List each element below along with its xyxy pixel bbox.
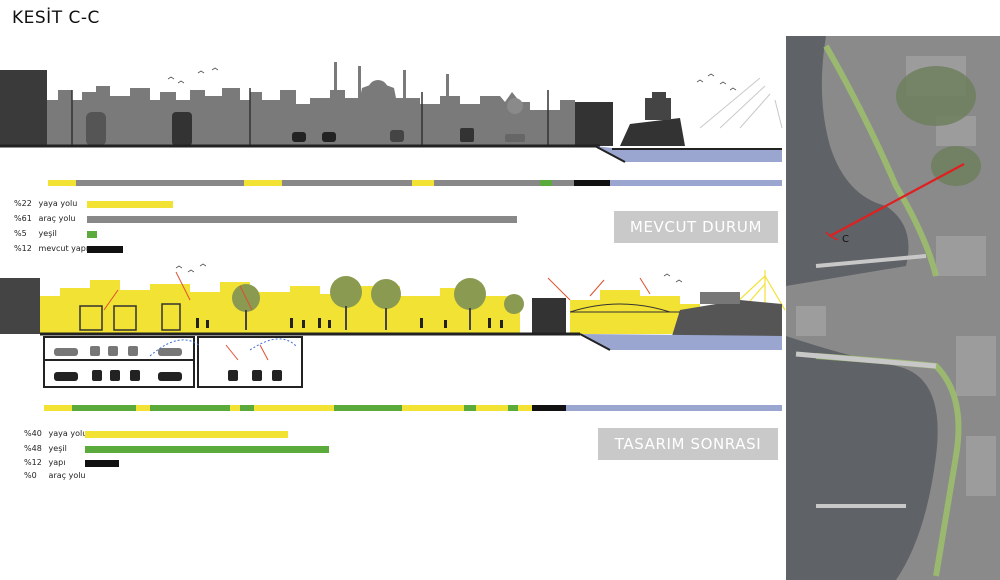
existing-bar-green <box>87 231 97 238</box>
legend-percent: %22 <box>14 199 32 208</box>
legend-label: yapı <box>48 458 66 467</box>
legend-percent: %12 <box>24 458 42 467</box>
existing-section <box>0 62 783 163</box>
proposed-distribution-strip <box>44 405 782 411</box>
existing-panel-label: MEVCUT DURUM <box>614 211 778 243</box>
proposed-skyline <box>40 280 520 334</box>
proposed-panel-label: TASARIM SONRASI <box>598 428 778 460</box>
aerial-map: C <box>786 36 1000 580</box>
legend-percent: %5 <box>14 229 27 238</box>
proposed-bar-green <box>85 446 329 453</box>
existing-bar-pedestrian <box>87 201 173 208</box>
page-title: KESİT C-C <box>12 8 100 28</box>
legend-percent: %12 <box>14 244 32 253</box>
section-drawings <box>0 62 786 411</box>
legend-percent: %61 <box>14 214 32 223</box>
existing-bar-building <box>87 246 123 253</box>
proposed-legend-row: %40 yaya yolu <box>24 429 87 438</box>
legend-label: mevcut yapı <box>38 244 89 253</box>
legend-percent: %48 <box>24 444 42 453</box>
existing-distribution-strip <box>48 180 782 186</box>
section-marker-label: C <box>842 234 849 245</box>
aerial-map-svg: C <box>786 36 1000 580</box>
existing-legend-row: %12 mevcut yapı <box>14 244 88 253</box>
legend-percent: %40 <box>24 429 42 438</box>
map-water <box>786 36 909 286</box>
legend-percent: %0 <box>24 471 37 480</box>
existing-legend-row: %22 yaya yolu <box>14 199 77 208</box>
legend-label: yaya yolu <box>38 199 78 208</box>
proposed-bar-pedestrian <box>85 431 289 438</box>
section-cut-line <box>829 163 965 237</box>
legend-label: yeşil <box>48 444 67 453</box>
legend-label: yaya yolu <box>48 429 88 438</box>
proposed-section <box>0 263 786 388</box>
proposed-legend-row: %12 yapı <box>24 458 65 467</box>
legend-label: araç yolu <box>48 471 86 480</box>
legend-label: yeşil <box>38 229 57 238</box>
existing-legend-row: %61 araç yolu <box>14 214 76 223</box>
proposed-left-building <box>0 278 40 334</box>
existing-left-building <box>0 70 47 146</box>
proposed-bar-building <box>85 460 119 467</box>
existing-bar-road <box>87 216 517 223</box>
existing-legend-row: %5 yeşil <box>14 229 57 238</box>
proposed-legend-row: %48 yeşil <box>24 444 67 453</box>
proposed-legend-row: %0 araç yolu <box>24 471 86 480</box>
legend-label: araç yolu <box>38 214 76 223</box>
